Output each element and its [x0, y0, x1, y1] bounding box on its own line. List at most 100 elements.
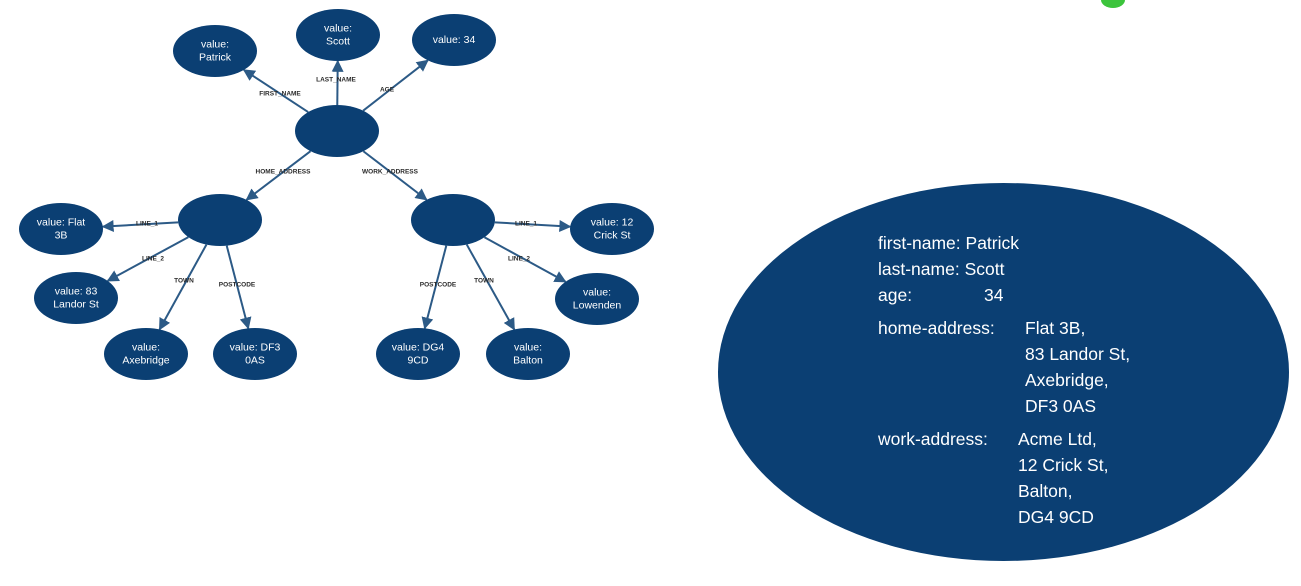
work-address-key: work-address:: [878, 429, 988, 449]
node-value-text: value: 83: [55, 285, 98, 297]
edge-root-first_name: [242, 69, 309, 113]
node-value-text: value:: [132, 341, 160, 353]
first-name-key: first-name:: [878, 233, 961, 253]
node-value-text: value: DG4: [392, 341, 445, 353]
home-address-row: home-address: Flat 3B, 83 Landor St, Axe…: [878, 315, 1130, 419]
edge-work-work_postcode: [421, 245, 448, 330]
last-name-row: last-name: Scott: [878, 256, 1130, 282]
first-name-row: first-name: Patrick: [878, 230, 1130, 256]
node-home-town: value:Axebridge: [104, 328, 188, 380]
node-ellipse: [173, 25, 257, 77]
edge-labels-layer: FIRST_NAME LAST_NAME AGE HOME_ADDRESS WORK_A…: [136, 77, 537, 289]
edge-label: POSTCODE: [420, 282, 457, 289]
work-address-line: Acme Ltd,: [1018, 429, 1097, 449]
node-ellipse: [555, 273, 639, 325]
work-address-line: 12 Crick St,: [1018, 455, 1109, 475]
work-address-row: work-address: Acme Ltd, 12 Crick St, Bal…: [878, 426, 1130, 530]
edge-root-work: [362, 150, 428, 201]
edge-label: FIRST_NAME: [259, 91, 301, 98]
node-age: value: 34: [412, 14, 496, 66]
work-address-line: DG4 9CD: [1018, 507, 1094, 527]
age-value: 34: [984, 285, 1004, 305]
node-ellipse: [376, 328, 460, 380]
node-value-text: value: 34: [433, 34, 476, 46]
node-value-text: value: Flat: [37, 216, 86, 228]
edge-root-home: [245, 150, 312, 201]
work-address-line: Balton,: [1018, 481, 1073, 501]
edge-label: WORK_ADDRESS: [362, 169, 419, 176]
node-value-text: Balton: [513, 354, 543, 366]
edge-label: LINE_1: [515, 221, 537, 228]
node-value-text: Axebridge: [122, 354, 169, 366]
edge-home-home_town: [158, 244, 208, 331]
node-value-text: 3B: [55, 229, 68, 241]
node-value-text: value:: [201, 38, 229, 50]
node-ellipse: [570, 203, 654, 255]
edge-label: TOWN: [474, 278, 494, 285]
node-ellipse: [178, 194, 262, 246]
node-ellipse: [296, 9, 380, 61]
node-home: [178, 194, 262, 246]
node-ellipse: [411, 194, 495, 246]
home-address-line: Axebridge,: [1025, 370, 1109, 390]
node-value-text: Scott: [326, 35, 350, 47]
edge-label: HOME_ADDRESS: [256, 169, 312, 176]
edge-work-work_line2: [483, 236, 567, 283]
home-address-line: DF3 0AS: [1025, 396, 1096, 416]
edge-label: POSTCODE: [219, 282, 256, 289]
age-key: age:: [878, 285, 913, 305]
node-value-text: 0AS: [245, 354, 265, 366]
node-ellipse: [295, 105, 379, 157]
node-ellipse: [486, 328, 570, 380]
last-name-key: last-name:: [878, 259, 960, 279]
home-address-key: home-address:: [878, 318, 995, 338]
edge-label: LAST_NAME: [316, 77, 356, 84]
record-ellipse: first-name: Patrick last-name: Scott age…: [718, 183, 1289, 561]
node-ellipse: [213, 328, 297, 380]
node-ellipse: [104, 328, 188, 380]
node-work-line2: value:Lowenden: [555, 273, 639, 325]
edge-home-home_postcode: [225, 245, 252, 330]
edges-layer: [101, 59, 572, 331]
edge-home-home_line1: [101, 220, 179, 233]
edge-label: AGE: [380, 87, 395, 94]
record-text: first-name: Patrick last-name: Scott age…: [878, 230, 1130, 530]
node-value-text: value: 12: [591, 216, 634, 228]
node-value-text: value:: [583, 286, 611, 298]
node-value-text: Crick St: [594, 229, 631, 241]
node-value-text: Landor St: [53, 298, 99, 310]
edge-label: LINE_2: [142, 256, 164, 263]
edge-label: LINE_1: [136, 221, 158, 228]
home-address-line: Flat 3B,: [1025, 318, 1086, 338]
node-value-text: value: DF3: [230, 341, 281, 353]
node-ellipse: [34, 272, 118, 324]
age-row: age: 34: [878, 282, 1130, 308]
node-value-text: Lowenden: [573, 299, 622, 311]
edge-label: TOWN: [174, 278, 194, 285]
node-value-text: value:: [514, 341, 542, 353]
last-name-value: Scott: [964, 259, 1005, 279]
home-address-line: 83 Landor St,: [1025, 344, 1131, 364]
node-value-text: value:: [324, 22, 352, 34]
node-first-name: value:Patrick: [173, 25, 257, 77]
first-name-value: Patrick: [965, 233, 1020, 253]
node-ellipse: [412, 14, 496, 66]
node-work: [411, 194, 495, 246]
edge-label: LINE_2: [508, 256, 530, 263]
edge-home-home_line2: [106, 236, 189, 282]
edge-root-age: [362, 59, 429, 112]
node-ellipse: [19, 203, 103, 255]
node-last-name: value:Scott: [296, 9, 380, 61]
node-value-text: 9CD: [407, 354, 428, 366]
status-indicator-icon: [1101, 0, 1125, 8]
node-work-town: value:Balton: [486, 328, 570, 380]
edge-work-work_town: [465, 244, 516, 331]
node-root: [295, 105, 379, 157]
node-value-text: Patrick: [199, 51, 232, 63]
